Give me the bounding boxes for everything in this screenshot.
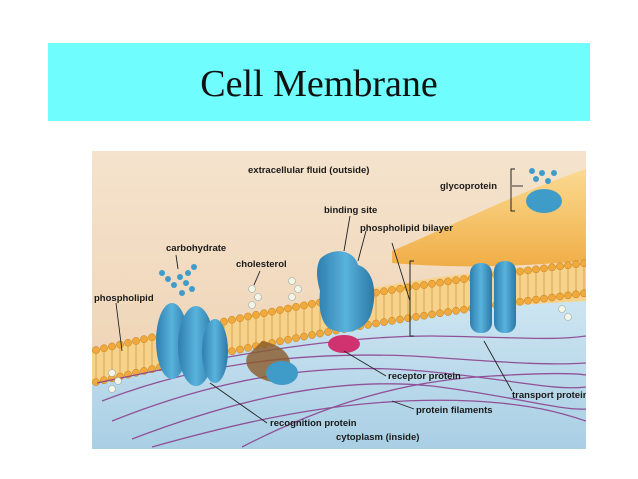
phospholipid-head: [436, 309, 444, 318]
phospholipid-head: [268, 307, 276, 316]
phospholipid-head: [228, 315, 236, 324]
phospholipid-head: [564, 261, 572, 270]
phospholipid-head: [420, 311, 428, 320]
phospholipid-head: [308, 300, 316, 308]
recognition-protein-shape: [156, 303, 298, 386]
phospholipid-head: [380, 287, 388, 296]
phospholipid-head: [148, 333, 156, 342]
label-protein-filaments: protein filaments: [416, 405, 493, 416]
phospholipid-head: [236, 314, 244, 323]
phospholipid-head: [284, 335, 292, 344]
phospholipid-head: [580, 259, 586, 268]
phospholipid-head: [420, 281, 428, 289]
phospholipid-head: [244, 344, 252, 352]
glycoprotein-bracket: [510, 168, 515, 212]
phospholipid-head: [532, 265, 540, 274]
phospholipid-head: [572, 260, 580, 269]
bilayer-bracket: [409, 260, 414, 337]
cytoplasm-region: [92, 291, 586, 449]
phospholipid-head: [236, 345, 244, 354]
phospholipid-head: [140, 335, 148, 343]
phospholipid-head: [396, 315, 404, 324]
phospholipid-head: [116, 340, 124, 349]
phospholipid-head: [388, 286, 396, 294]
label-glycoprotein: glycoprotein: [440, 181, 497, 192]
transport-protein-shape: [470, 261, 516, 333]
phospholipid-head: [308, 331, 316, 339]
phospholipid-head: [260, 309, 268, 318]
phospholipid-head: [444, 277, 452, 286]
cell-membrane-diagram: extracellular fluid (outside) glycoprote…: [92, 151, 586, 449]
phospholipid-head: [460, 275, 468, 283]
label-cholesterol: cholesterol: [236, 259, 287, 270]
phospholipid-head: [228, 347, 236, 356]
phospholipid-head: [524, 266, 532, 275]
title-bar: Cell Membrane: [48, 43, 590, 121]
phospholipid-head: [580, 289, 586, 298]
phospholipid-head: [220, 317, 228, 326]
label-cytoplasm: cytoplasm (inside): [336, 432, 419, 443]
phospholipid-head: [252, 311, 260, 319]
carbohydrate-chain: [159, 264, 197, 296]
phospholipid-head: [292, 334, 300, 342]
phospholipid-head: [404, 314, 412, 323]
phospholipid-head: [92, 346, 100, 354]
label-transport-protein: transport protein: [512, 390, 586, 401]
label-receptor-protein: receptor protein: [388, 371, 461, 382]
phospholipid-head: [124, 338, 132, 347]
label-extracellular: extracellular fluid (outside): [248, 165, 369, 176]
phospholipid-head: [452, 306, 460, 315]
phospholipid-head: [316, 329, 324, 338]
label-carbohydrate: carbohydrate: [166, 243, 226, 254]
phospholipid-head: [388, 316, 396, 325]
phospholipid-head: [548, 263, 556, 272]
phospholipid-head: [100, 344, 108, 353]
phospholipid-head: [412, 313, 420, 321]
phospholipid-head: [324, 328, 332, 336]
phospholipid-head: [380, 318, 388, 326]
phospholipid-head: [300, 301, 308, 310]
protein-filaments-lines: [96, 335, 586, 448]
phospholipid-head: [396, 284, 404, 293]
label-phospholipid: phospholipid: [94, 293, 154, 304]
glycoprotein-chain: [529, 168, 557, 184]
phospholipid-head: [516, 267, 524, 276]
phospholipid-head: [276, 306, 284, 314]
phospholipid-head: [244, 312, 252, 321]
phospholipid-head: [428, 279, 436, 288]
slide-title: Cell Membrane: [200, 63, 438, 105]
leader-lines: [115, 185, 523, 424]
phospholipid-head: [556, 262, 564, 271]
phospholipid-head: [292, 303, 300, 311]
phospholipid-head: [436, 278, 444, 287]
receptor-protein-shape: [328, 335, 360, 353]
phospholipid-head: [444, 308, 452, 316]
cholesterol-molecules: [108, 277, 572, 393]
phospholipid-head: [372, 319, 380, 328]
phospholipid-head: [540, 264, 548, 273]
phospholipid-head: [276, 337, 284, 346]
glycoprotein-shape: [526, 189, 562, 213]
phospholipid-head: [452, 276, 460, 285]
phospholipid-head: [132, 337, 140, 345]
phospholipid-head: [412, 282, 420, 291]
phospholipid-head: [284, 304, 292, 313]
phospholipid-head: [428, 310, 436, 319]
label-recognition-protein: recognition protein: [270, 418, 357, 429]
label-binding-site: binding site: [324, 205, 377, 216]
binding-site-protein-shape: [317, 251, 375, 333]
phospholipid-head: [108, 342, 116, 351]
phospholipid-head: [300, 332, 308, 341]
label-phospholipid-bilayer: phospholipid bilayer: [360, 223, 453, 234]
